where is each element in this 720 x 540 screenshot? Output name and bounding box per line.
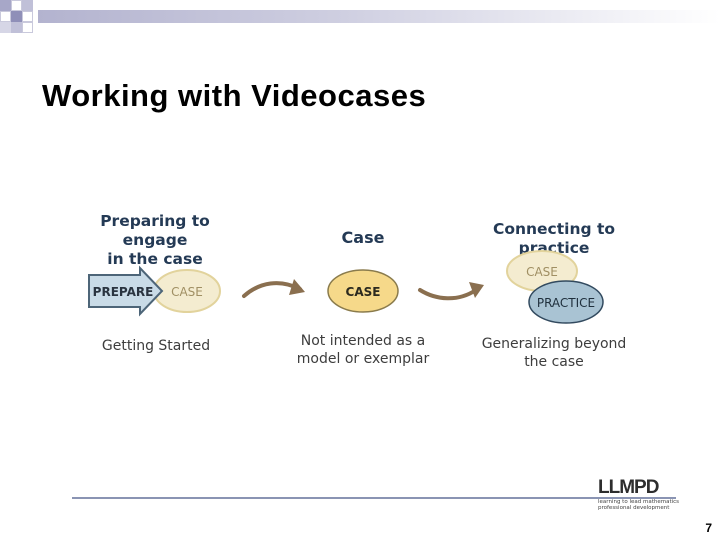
stage2-caption-line1: Not intended as a [300,333,426,349]
logo-tagline: learning to lead mathematics professiona… [598,499,682,511]
logo-tagline-line2: professional development [598,505,670,511]
deco-square [22,11,33,22]
llmpd-logo: LLMPD learning to lead mathematics profe… [596,477,680,513]
header-decoration [0,0,720,44]
connector-arrow-2-curve [418,288,478,301]
deco-square [0,0,11,11]
stage2-case-circle [327,269,399,313]
connector-arrow-2-head [469,282,484,298]
stage2-caption-line2: model or exemplar [296,351,430,367]
deco-square [11,22,22,33]
deco-square [0,11,11,22]
header-gradient-bar [38,10,720,23]
stage2-heading: Case [341,228,385,247]
stage3-practice-circle [528,280,604,324]
prepare-arrow [88,265,164,317]
stage1-heading-line1: Preparing to engage [100,212,210,249]
logo-wordmark: LLMPD [598,477,659,498]
logo-tagline-line1: learning to lead mathematics [598,499,680,505]
stage1-case-label: CASE [171,285,203,299]
stage2-caption: Not intended as a model or exemplar [290,332,436,368]
connector-arrow-1-head [289,279,305,295]
deco-square [22,0,33,11]
stage3-practice-label: PRACTICE [537,296,595,310]
stage1-heading: Preparing to engage in the case [70,212,240,269]
stage1-heading-line2: in the case [107,250,203,268]
stage3-caption-line1: Generalizing beyond [481,336,627,352]
prepare-arrow-label: PREPARE [93,285,154,299]
deco-square [22,22,33,33]
deco-square [11,0,22,11]
footer-divider [72,497,676,499]
stage3-caption: Generalizing beyond the case [476,335,632,371]
stage3-case-label: CASE [526,265,558,279]
stage1-caption: Getting Started [101,338,211,354]
page-number: 7 [705,521,712,535]
stage3-caption-line2: the case [524,354,584,370]
slide-title: Working with Videocases [42,78,427,113]
deco-square [0,22,11,33]
stage2-case-label: CASE [346,285,381,299]
deco-square [11,11,22,22]
